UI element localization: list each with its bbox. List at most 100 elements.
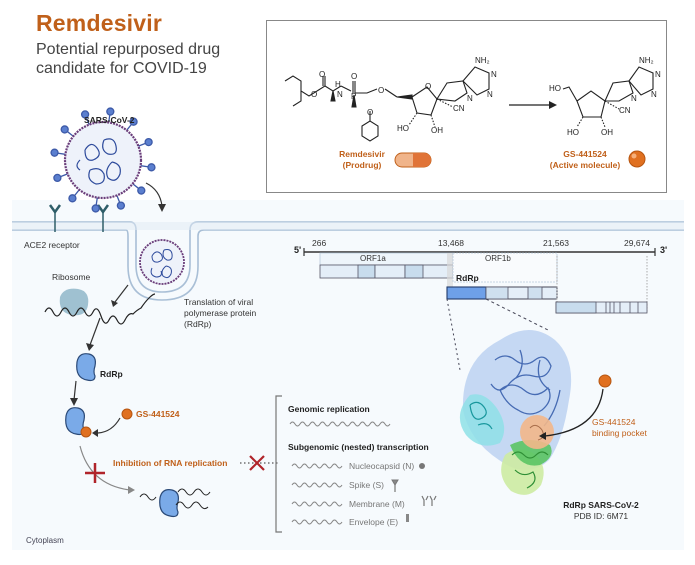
membrane-protein-icon: [421, 495, 437, 506]
remdesivir-atom-labels: O O H N O P O O O HO OH CN NH₂ N N N: [311, 56, 497, 135]
genomic-rna-wave: [289, 421, 391, 427]
svg-text:O: O: [425, 82, 431, 91]
svg-text:N: N: [487, 90, 493, 99]
free-drug-icon: [121, 408, 133, 420]
spike-head: [80, 110, 90, 119]
sars-cov-2-virion-icon: [50, 107, 156, 213]
svg-text:O: O: [351, 72, 357, 81]
chemical-structures: O O H N O P O O O HO OH CN NH₂ N N N: [284, 56, 661, 168]
ribosome-label: Ribosome: [52, 272, 91, 282]
protein-name-label: RdRp SARS-CoV-2: [563, 500, 639, 510]
svg-text:N: N: [655, 70, 661, 79]
gs441524-structure: [562, 66, 654, 128]
svg-text:N: N: [337, 90, 343, 99]
membrane-fill: [12, 222, 684, 230]
spike-head: [50, 148, 59, 157]
translation-label: Translation of viral polymerase protein …: [184, 297, 256, 330]
drug-conversion-panel: O O H N O P O O O HO OH CN NH₂ N N N: [266, 20, 667, 193]
zoom-line-left: [446, 298, 461, 371]
spike-head: [106, 107, 115, 116]
spike-head: [129, 117, 138, 126]
svg-text:NH₂: NH₂: [475, 56, 490, 65]
svg-text:O: O: [378, 86, 384, 95]
drug-binding-arrow: [97, 417, 121, 434]
position-266: 266: [312, 238, 327, 248]
rdrp-bound-icon: [65, 407, 85, 436]
orf1b-label: ORF1b: [485, 254, 511, 263]
inhibition-label: Inhibition of RNA replication: [113, 458, 228, 468]
svg-text:CN: CN: [453, 104, 465, 113]
orf1a-label: ORF1a: [360, 254, 386, 263]
spike-icon: [391, 479, 399, 492]
svg-text:HO: HO: [567, 128, 579, 137]
spike-head: [144, 137, 153, 147]
subgenomic-wave: [291, 501, 343, 507]
pocket-arrowhead: [539, 432, 546, 440]
subgenomic-wave: [291, 463, 343, 469]
nucleocapsid-icon: [419, 463, 425, 469]
svg-text:N: N: [651, 90, 657, 99]
translation-line-2: polymerase protein: [184, 308, 257, 318]
cytoplasm-label: Cytoplasm: [26, 536, 64, 545]
gs441524-label: GS-441524: [136, 409, 180, 419]
three-prime-label: 3': [660, 245, 668, 255]
subgenomic-wave: [291, 519, 343, 525]
membrane-label: Membrane (M): [349, 499, 405, 509]
gs441524-atom-labels: HO HO OH CN NH₂ N N N: [549, 56, 661, 137]
sphere-icon: [628, 150, 646, 168]
rdrp-3d-structure: [459, 330, 572, 495]
pocket-label-line-2: binding pocket: [592, 428, 647, 438]
rdrp-protein-icon: [76, 353, 96, 382]
position-13468: 13,468: [438, 238, 464, 248]
genomic-replication-title: Genomic replication: [288, 404, 370, 414]
prodrug-name: Remdesivir: [339, 149, 385, 159]
bound-drug-icon: [80, 426, 92, 438]
pdb-id-label: PDB ID: 6M71: [573, 511, 629, 521]
position-29674: 29,674: [624, 238, 650, 248]
uncoating-arrowhead: [111, 300, 118, 307]
entry-arrow: [145, 182, 163, 207]
active-name: GS-441524: [563, 149, 607, 159]
svg-text:N: N: [467, 94, 473, 103]
spike-head: [147, 163, 156, 172]
active-role: (Active molecule): [549, 160, 621, 170]
page-title: Remdesivir: [36, 10, 163, 36]
rdrp-segment: [446, 286, 487, 300]
conversion-arrow: [509, 101, 557, 109]
svg-text:OH: OH: [601, 128, 613, 137]
envelope-protein-icon: [406, 514, 409, 522]
inhibition-x-icon: [249, 455, 265, 471]
page-subtitle: Potential repurposed drug candidate for …: [36, 41, 221, 77]
translation-arrow: [89, 317, 101, 346]
svg-text:O: O: [367, 108, 373, 117]
svg-text:HO: HO: [549, 84, 561, 93]
prodrug-role: (Prodrug): [342, 160, 382, 170]
translation-line-1: Translation of viral: [184, 297, 254, 307]
subgenomic-rna-waves: [291, 463, 343, 525]
translation-arrowhead: [86, 343, 94, 351]
rdrp-arrow: [73, 380, 77, 401]
genome-rdrp-label: RdRp: [456, 273, 479, 283]
five-prime-label: 5': [294, 245, 302, 255]
svg-text:NH₂: NH₂: [639, 56, 654, 65]
uncoating-arrow: [114, 284, 129, 303]
pocket-drug-icon: [598, 374, 612, 388]
svg-text:H: H: [335, 80, 341, 89]
replication-path: [79, 445, 131, 491]
mrna-strand: [44, 293, 156, 325]
rdrp-arrowhead: [70, 398, 78, 406]
active-molecule-label: GS-441524 (Active molecule): [543, 149, 627, 171]
nucleocapsid-label: Nucleocapsid (N): [349, 461, 415, 471]
ace2-receptor-label: ACE2 receptor: [24, 240, 80, 250]
inhibition-cross-icon: [85, 463, 105, 483]
pocket-arrow: [544, 388, 604, 437]
svg-text:HO: HO: [397, 124, 409, 133]
spike-head: [116, 201, 126, 210]
spike-head: [137, 186, 146, 195]
rdrp-label: RdRp: [100, 369, 123, 379]
spike-head: [60, 125, 69, 134]
endocytosed-virion-icon: [139, 239, 185, 285]
spike-head: [53, 173, 62, 183]
svg-text:N: N: [491, 70, 497, 79]
